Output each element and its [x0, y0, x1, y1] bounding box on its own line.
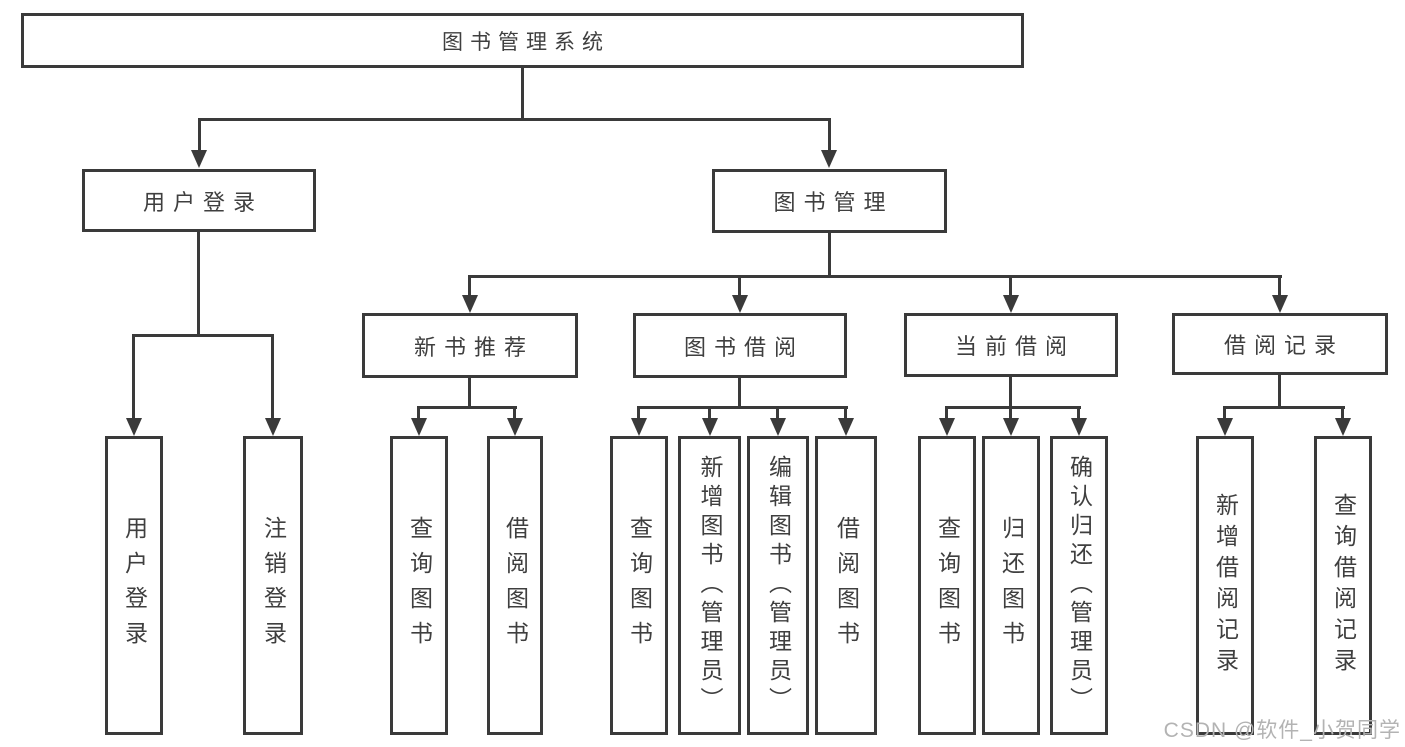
- arrow-down-icon: [265, 418, 281, 436]
- arrow-down-icon: [702, 418, 718, 436]
- node-book-management: 图书管理: [712, 169, 947, 233]
- connector-leaf-drop: [945, 406, 948, 420]
- leaf-label: 确认归还（管理员）: [1066, 455, 1093, 716]
- connector-to-user-login: [198, 118, 201, 151]
- node-borrow-records: 借阅记录: [1172, 313, 1388, 375]
- arrow-down-icon: [770, 418, 786, 436]
- node-system-root: 图书管理系统: [21, 13, 1024, 68]
- connector-to-leaf-login: [132, 334, 135, 419]
- leaf-label: 新增图书（管理员）: [697, 455, 723, 716]
- connector-bookmgmt-horizontal: [468, 275, 1282, 278]
- leaf-label: 新增借阅记录: [1212, 492, 1239, 679]
- leaf-newbook-query: 查询图书: [390, 436, 448, 735]
- node-book-borrow: 图书借阅: [633, 313, 847, 378]
- leaf-label: 用户登录: [121, 515, 148, 656]
- node-label: 图书管理: [773, 190, 894, 215]
- connector-leaf-drop: [1223, 406, 1226, 420]
- leaf-current-confirm-admin: 确认归还（管理员）: [1050, 436, 1108, 735]
- connector-bookborrow-vertical: [738, 376, 741, 408]
- leaf-newbook-borrow: 借阅图书: [487, 436, 543, 735]
- leaf-label: 查询借阅记录: [1330, 492, 1357, 679]
- leaf-current-query: 查询图书: [918, 436, 976, 735]
- arrow-down-icon: [507, 418, 523, 436]
- leaf-logout: 注销登录: [243, 436, 303, 735]
- node-new-book-recommend: 新书推荐: [362, 313, 578, 378]
- node-label: 图书管理系统: [442, 30, 610, 54]
- leaf-label: 查询图书: [626, 515, 653, 656]
- node-label: 当前借阅: [954, 334, 1075, 359]
- leaf-borrow-add-admin: 新增图书（管理员）: [678, 436, 741, 735]
- node-label: 图书借阅: [683, 334, 804, 360]
- leaf-borrow-book: 借阅图书: [815, 436, 877, 735]
- connector-bookborrow-horizontal: [637, 406, 848, 409]
- arrow-down-icon: [821, 150, 837, 168]
- connector-leaf-drop: [708, 406, 711, 420]
- connector-newbook-horizontal: [417, 406, 517, 409]
- arrow-down-icon: [126, 418, 142, 436]
- leaf-label: 查询图书: [934, 515, 961, 656]
- connector-current-horizontal: [945, 406, 1081, 409]
- node-current-borrow: 当前借阅: [904, 313, 1118, 377]
- arrow-down-icon: [1003, 295, 1019, 313]
- connector-to-leaf-logout: [271, 334, 274, 419]
- node-label: 借阅记录: [1223, 333, 1344, 358]
- connector-leaf-drop: [513, 406, 516, 420]
- leaf-label: 借阅图书: [502, 515, 529, 656]
- leaf-label: 借阅图书: [833, 515, 860, 656]
- node-label: 用户登录: [142, 189, 263, 215]
- leaf-records-add: 新增借阅记录: [1196, 436, 1254, 735]
- leaf-label: 归还图书: [998, 515, 1025, 656]
- connector-records-horizontal: [1223, 406, 1345, 409]
- connector-leaf-drop: [637, 406, 640, 420]
- arrow-down-icon: [411, 418, 427, 436]
- connector-records-vertical: [1278, 373, 1281, 408]
- connector-to-new-book: [468, 275, 471, 297]
- leaf-borrow-edit-admin: 编辑图书（管理员）: [747, 436, 809, 735]
- connector-root-vertical: [521, 66, 524, 120]
- arrow-down-icon: [1003, 418, 1019, 436]
- connector-to-book-borrow: [738, 275, 741, 297]
- leaf-label: 注销登录: [260, 515, 287, 656]
- arrow-down-icon: [732, 295, 748, 313]
- connector-userlogin-vertical: [197, 230, 200, 336]
- arrow-down-icon: [1272, 295, 1288, 313]
- arrow-down-icon: [191, 150, 207, 168]
- arrow-down-icon: [939, 418, 955, 436]
- arrow-down-icon: [838, 418, 854, 436]
- leaf-label: 查询图书: [406, 515, 433, 656]
- leaf-records-query: 查询借阅记录: [1314, 436, 1372, 735]
- arrow-down-icon: [1335, 418, 1351, 436]
- connector-bookmgmt-vertical: [828, 231, 831, 277]
- arrow-down-icon: [1071, 418, 1087, 436]
- connector-newbook-vertical: [468, 376, 471, 408]
- arrow-down-icon: [631, 418, 647, 436]
- connector-leaf-drop: [776, 406, 779, 420]
- csdn-watermark: CSDN @软件_小贺同学: [1163, 719, 1401, 742]
- connector-root-horizontal: [198, 118, 831, 121]
- connector-leaf-drop: [1009, 406, 1012, 420]
- leaf-current-return: 归还图书: [982, 436, 1040, 735]
- connector-current-vertical: [1009, 375, 1012, 408]
- leaf-label: 编辑图书（管理员）: [765, 455, 792, 716]
- connector-leaf-drop: [1077, 406, 1080, 420]
- node-user-login: 用户登录: [82, 169, 316, 232]
- connector-to-book-mgmt: [828, 118, 831, 151]
- connector-leaf-drop: [844, 406, 847, 420]
- leaf-user-login: 用户登录: [105, 436, 163, 735]
- connector-to-current-borrow: [1009, 275, 1012, 297]
- node-label: 新书推荐: [413, 334, 534, 360]
- connector-userlogin-horizontal: [132, 334, 274, 337]
- leaf-borrow-query: 查询图书: [610, 436, 668, 735]
- connector-leaf-drop: [1341, 406, 1344, 420]
- arrow-down-icon: [1217, 418, 1233, 436]
- connector-to-borrow-records: [1278, 275, 1281, 297]
- connector-leaf-drop: [417, 406, 420, 420]
- arrow-down-icon: [462, 295, 478, 313]
